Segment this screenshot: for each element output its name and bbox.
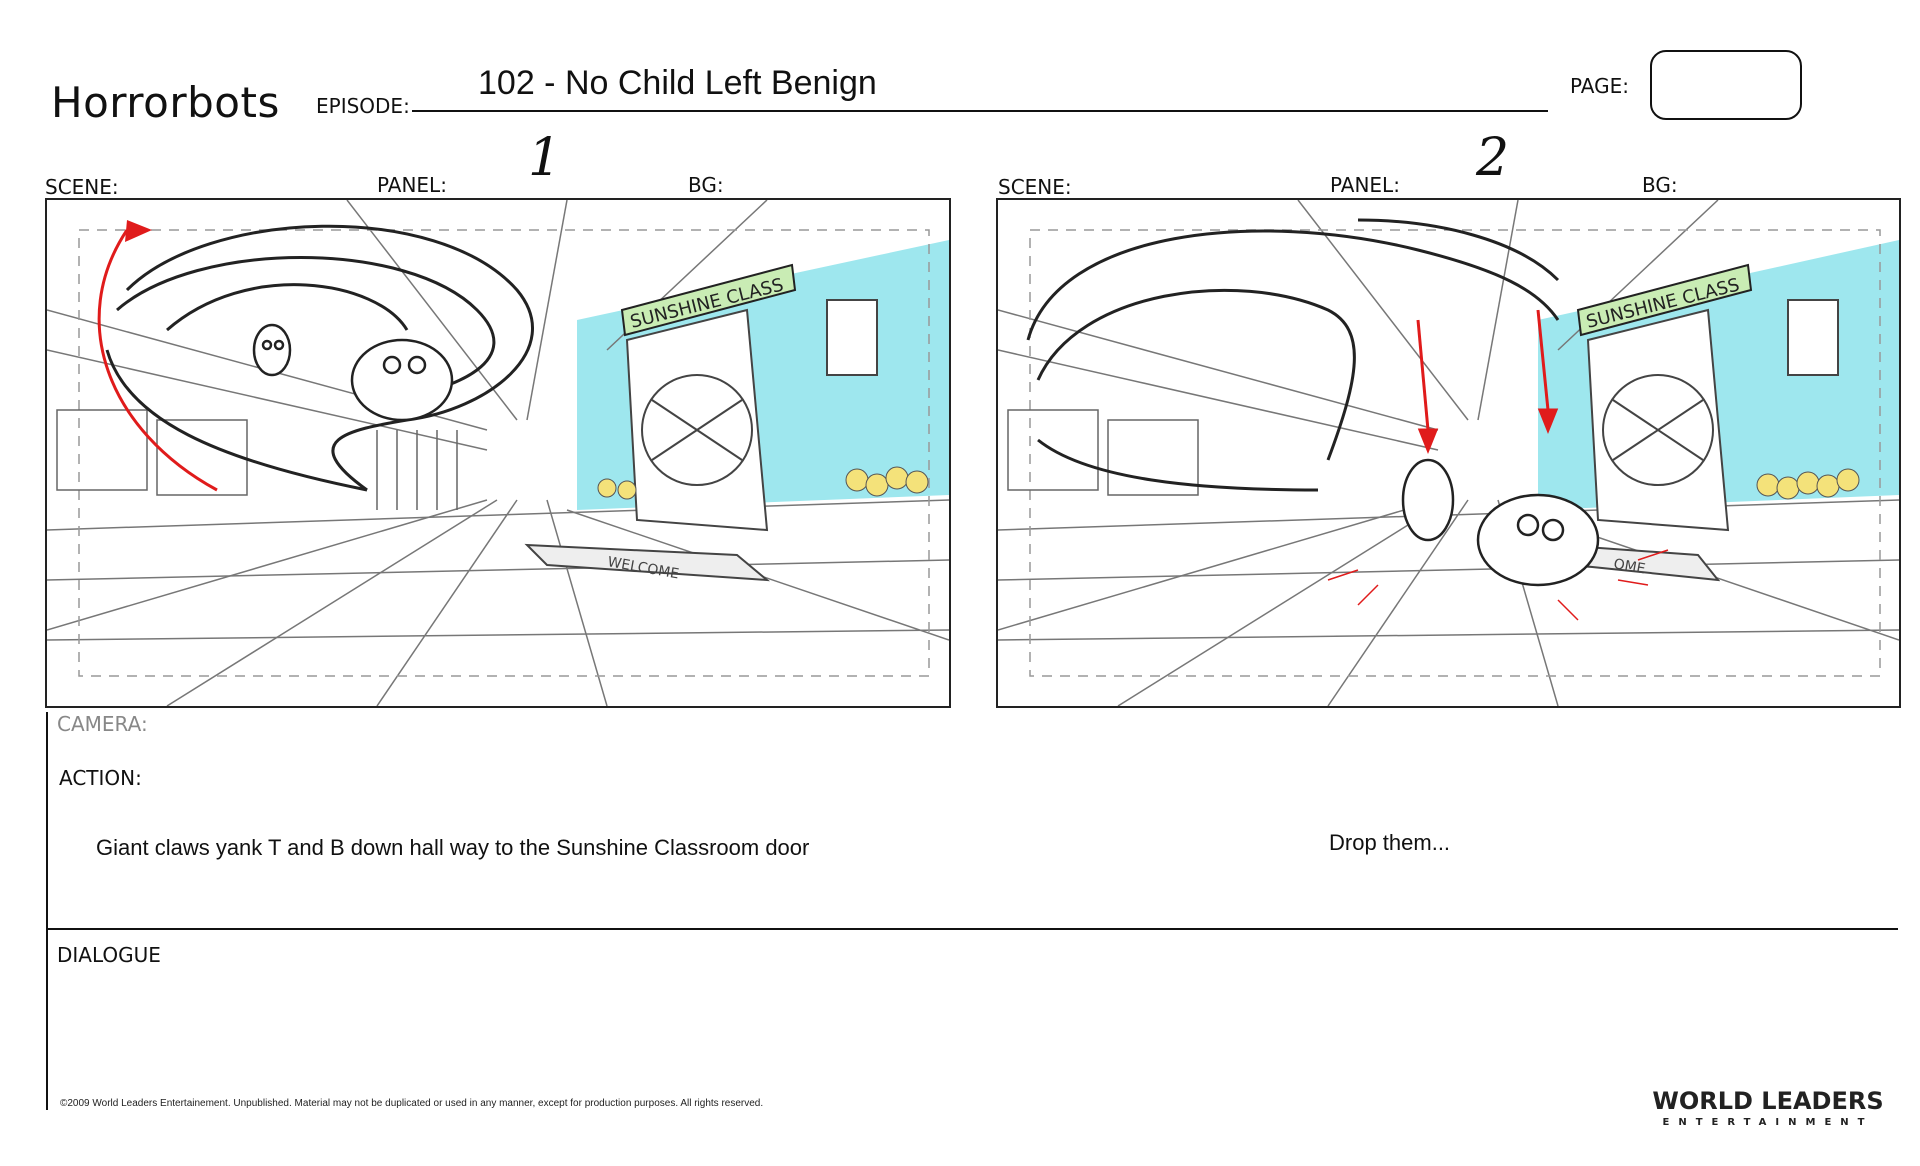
panel-1-bg-label: BG: xyxy=(688,173,724,197)
robot-tentacles xyxy=(1026,218,1560,492)
camera-label: CAMERA: xyxy=(57,712,148,736)
svg-text:WORLD LEADERS: WORLD LEADERS xyxy=(1652,1087,1883,1115)
wall-window xyxy=(1787,299,1839,376)
episode-label: EPISODE: xyxy=(316,94,410,118)
episode-title: 102 - No Child Left Benign xyxy=(478,64,877,102)
characters xyxy=(252,323,454,422)
notes-divider xyxy=(46,928,1898,930)
episode-underline xyxy=(412,110,1548,112)
page-number-box[interactable] xyxy=(1650,50,1802,120)
copyright-notice: ©2009 World Leaders Entertainement. Unpu… xyxy=(60,1098,764,1109)
welcome-mat: OME xyxy=(1555,543,1721,582)
panel-2-sketch: SUNSHINE CLASS OME xyxy=(998,200,1899,706)
impact-marks xyxy=(1327,549,1669,621)
action-label: ACTION: xyxy=(59,766,142,790)
panel-1-scene-label: SCENE: xyxy=(45,175,119,199)
drop-arrows xyxy=(1416,309,1559,455)
lockers xyxy=(56,409,458,510)
panel-2-number: 2 xyxy=(1476,128,1510,188)
panel-2-bg-label: BG: xyxy=(1642,173,1678,197)
panel-2-action-text: Drop them... xyxy=(1329,830,1451,855)
storyboard-panel-2: SUNSHINE CLASS OME xyxy=(996,198,1901,708)
panel-1-panel-label: PANEL: xyxy=(377,173,447,197)
storyboard-panel-1: SUNSHINE CLASS WELCOME xyxy=(45,198,951,708)
wall-window xyxy=(826,299,878,376)
characters xyxy=(1401,458,1600,587)
flowers xyxy=(597,466,929,500)
panel-1-sketch: SUNSHINE CLASS WELCOME xyxy=(47,200,949,706)
panel-1-number: 1 xyxy=(528,128,562,188)
show-title: Horrorbots xyxy=(51,78,280,127)
mat-text: OME xyxy=(1612,556,1646,577)
dialogue-label: DIALOGUE xyxy=(57,943,161,967)
robot-tentacles xyxy=(105,224,534,492)
notes-left-border xyxy=(46,712,48,1110)
classroom-door xyxy=(1586,308,1730,532)
page-label: PAGE: xyxy=(1570,74,1629,98)
flowers xyxy=(1756,468,1860,500)
world-leaders-logo: WORLD LEADERS ENTERTAINMENT xyxy=(1652,1087,1883,1127)
panel-2-panel-label: PANEL: xyxy=(1330,173,1400,197)
panel-2-scene-label: SCENE: xyxy=(998,175,1072,199)
panel-1-action-text: Giant claws yank T and B down hall way t… xyxy=(96,835,810,860)
welcome-mat: WELCOME xyxy=(524,543,771,582)
motion-arrow xyxy=(97,220,218,492)
svg-text:ENTERTAINMENT: ENTERTAINMENT xyxy=(1663,1117,1874,1127)
classroom-door xyxy=(625,308,769,532)
lockers xyxy=(1007,409,1199,496)
